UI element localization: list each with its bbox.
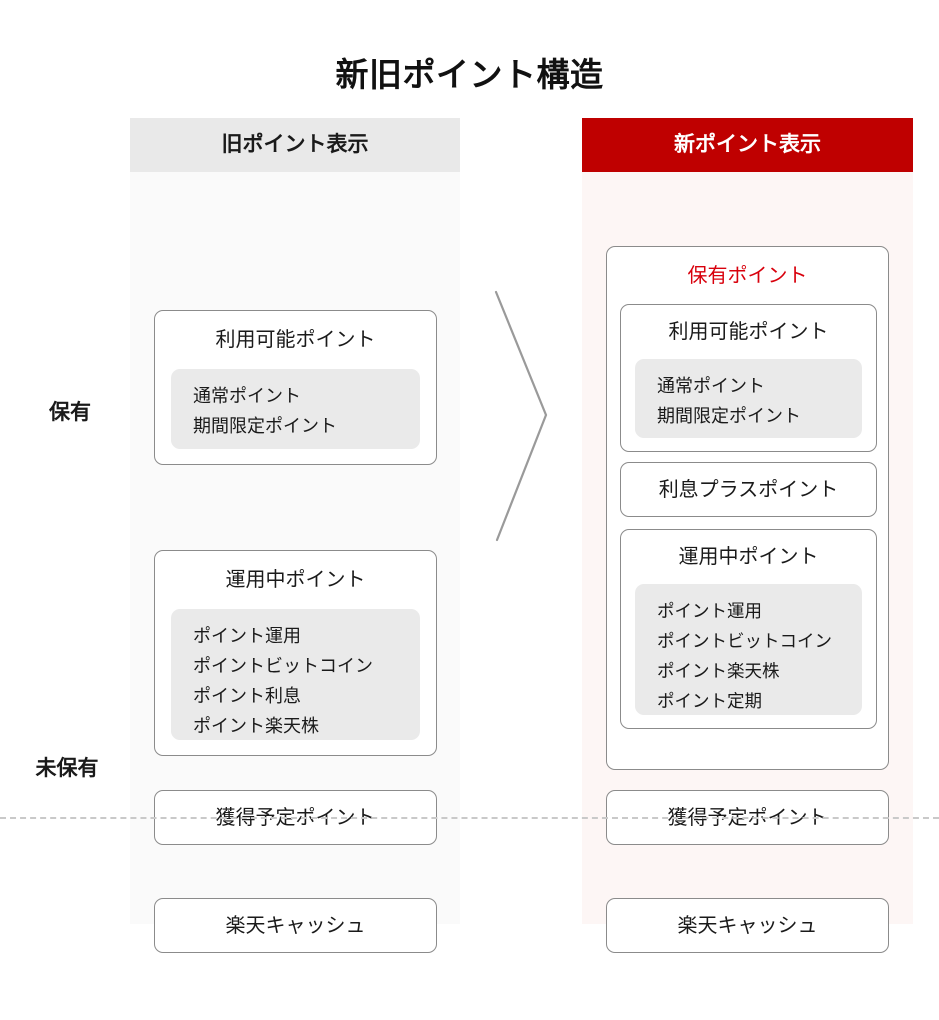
old-rakuten-cash-card[interactable]: 楽天キャッシュ: [154, 898, 437, 953]
row-label-unheld: 未保有: [35, 757, 99, 780]
old-rakuten-cash-title: 楽天キャッシュ: [225, 915, 366, 937]
new-rakuten-cash-title: 楽天キャッシュ: [677, 915, 818, 937]
list-item: ポイント運用: [657, 601, 762, 621]
list-item: ポイント楽天株: [657, 661, 780, 681]
list-item: 通常ポイント: [657, 376, 765, 396]
list-item: ポイント運用: [193, 626, 301, 646]
list-item: 通常ポイント: [193, 386, 301, 406]
new-available-points-card[interactable]: 利用可能ポイント 通常ポイント 期間限定ポイント: [620, 304, 877, 452]
list-item: ポイントビットコイン: [657, 631, 832, 651]
old-column-body: 利用可能ポイント 通常ポイント 期間限定ポイント 運用中ポイント ポイント運用 …: [130, 172, 460, 953]
new-interest-plus-points-title: 利息プラスポイント: [658, 479, 839, 501]
new-managed-points-list: ポイント運用 ポイントビットコイン ポイント楽天株 ポイント定期: [635, 584, 862, 715]
list-item: ポイント定期: [657, 691, 762, 711]
new-rakuten-cash-card[interactable]: 楽天キャッシュ: [606, 898, 889, 953]
chevron-right-icon: [494, 290, 548, 542]
list-item: 期間限定ポイント: [193, 416, 337, 436]
new-available-points-title: 利用可能ポイント: [668, 321, 829, 343]
new-managed-points-card[interactable]: 運用中ポイント ポイント運用 ポイントビットコイン ポイント楽天株 ポイント定期: [620, 529, 877, 729]
new-column-body: 保有ポイント 利用可能ポイント 通常ポイント 期間限定ポイント 利息プラスポイン…: [582, 172, 913, 953]
list-item: 期間限定ポイント: [657, 406, 801, 426]
old-available-points-title: 利用可能ポイント: [215, 329, 376, 351]
new-holding-points-title: 保有ポイント: [687, 265, 808, 287]
held-unheld-divider: [0, 817, 939, 819]
new-holding-points-card[interactable]: 保有ポイント 利用可能ポイント 通常ポイント 期間限定ポイント 利息プラスポイン…: [606, 246, 889, 770]
row-label-held: 保有: [49, 401, 91, 424]
page-title: 新旧ポイント構造: [335, 56, 604, 93]
new-managed-points-title: 運用中ポイント: [678, 546, 819, 568]
new-points-column: 新ポイント表示 保有ポイント 利用可能ポイント 通常ポイント 期間限定ポイント …: [582, 118, 913, 953]
new-column-header: 新ポイント表示: [582, 118, 913, 172]
old-managed-points-card[interactable]: 運用中ポイント ポイント運用 ポイントビットコイン ポイント利息 ポイント楽天株: [154, 550, 437, 756]
old-available-points-list: 通常ポイント 期間限定ポイント: [171, 369, 420, 449]
old-managed-points-list: ポイント運用 ポイントビットコイン ポイント利息 ポイント楽天株: [171, 609, 420, 740]
list-item: ポイントビットコイン: [193, 656, 373, 676]
old-points-column: 旧ポイント表示 利用可能ポイント 通常ポイント 期間限定ポイント 運用中ポイント…: [130, 118, 460, 953]
new-interest-plus-points-card[interactable]: 利息プラスポイント: [620, 462, 877, 517]
old-available-points-card[interactable]: 利用可能ポイント 通常ポイント 期間限定ポイント: [154, 310, 437, 465]
old-managed-points-title: 運用中ポイント: [225, 569, 366, 591]
new-available-points-list: 通常ポイント 期間限定ポイント: [635, 359, 862, 438]
list-item: ポイント利息: [193, 686, 301, 706]
list-item: ポイント楽天株: [193, 716, 319, 736]
old-column-header: 旧ポイント表示: [130, 118, 460, 172]
